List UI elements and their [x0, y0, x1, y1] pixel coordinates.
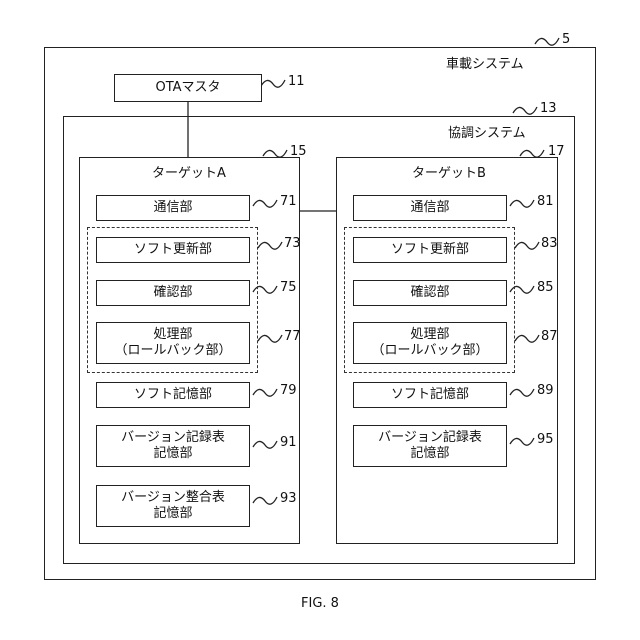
target-a-comm-label: 通信部: [153, 200, 192, 216]
leader-5: [535, 38, 559, 45]
target-a-ver-match-box: バージョン整合表 記憶部: [96, 485, 250, 527]
coop-system-label: 協調システム: [448, 126, 526, 142]
target-a-ver-record-box: バージョン記録表 記憶部: [96, 425, 250, 467]
ref-13: 13: [540, 101, 557, 116]
ref-91: 91: [280, 435, 297, 450]
ref-89: 89: [537, 383, 554, 398]
target-a-soft-update-box: ソフト更新部: [96, 237, 250, 263]
target-a-soft-update-label: ソフト更新部: [134, 242, 212, 258]
ref-17: 17: [548, 144, 565, 159]
target-a-confirm-label: 確認部: [153, 285, 192, 301]
target-b-comm-label: 通信部: [410, 200, 449, 216]
ref-83: 83: [541, 236, 558, 251]
target-a-soft-storage-box: ソフト記憶部: [96, 382, 250, 408]
target-b-comm-box: 通信部: [353, 195, 507, 221]
ref-71: 71: [280, 194, 297, 209]
ref-5: 5: [562, 32, 570, 47]
target-b-confirm-box: 確認部: [353, 280, 507, 306]
figure-caption: FIG. 8: [0, 596, 640, 611]
vehicle-system-label: 車載システム: [446, 57, 524, 73]
target-b-confirm-label: 確認部: [410, 285, 449, 301]
ref-77: 77: [284, 329, 301, 344]
target-b-ver-record-line1: バージョン記録表: [378, 430, 482, 446]
target-a-comm-box: 通信部: [96, 195, 250, 221]
target-b-soft-storage-label: ソフト記憶部: [391, 387, 469, 403]
target-a-process-line2: （ロールバック部）: [114, 343, 231, 359]
target-b-soft-storage-box: ソフト記憶部: [353, 382, 507, 408]
target-b-soft-update-label: ソフト更新部: [391, 242, 469, 258]
target-a-title: ターゲットA: [152, 166, 226, 182]
ref-87: 87: [541, 329, 558, 344]
target-a-ver-record-line2: 記憶部: [153, 446, 192, 462]
target-a-process-box: 処理部 （ロールバック部）: [96, 322, 250, 364]
target-b-ver-record-line2: 記憶部: [410, 446, 449, 462]
target-b-process-line2: （ロールバック部）: [371, 343, 488, 359]
ref-93: 93: [280, 491, 297, 506]
target-a-soft-storage-label: ソフト記憶部: [134, 387, 212, 403]
target-a-ver-record-line1: バージョン記録表: [121, 430, 225, 446]
ref-75: 75: [280, 280, 297, 295]
target-a-confirm-box: 確認部: [96, 280, 250, 306]
ref-15: 15: [290, 144, 307, 159]
ota-master-label: OTAマスタ: [155, 80, 220, 96]
ref-79: 79: [280, 383, 297, 398]
target-b-soft-update-box: ソフト更新部: [353, 237, 507, 263]
target-a-ver-match-line1: バージョン整合表: [121, 490, 225, 506]
ref-85: 85: [537, 280, 554, 295]
target-b-process-box: 処理部 （ロールバック部）: [353, 322, 507, 364]
ota-master-box: OTAマスタ: [114, 74, 262, 102]
target-a-process-line1: 処理部: [153, 327, 192, 343]
target-b-ver-record-box: バージョン記録表 記憶部: [353, 425, 507, 467]
target-b-process-line1: 処理部: [410, 327, 449, 343]
ref-11: 11: [288, 74, 305, 89]
ref-95: 95: [537, 432, 554, 447]
ref-73: 73: [284, 236, 301, 251]
target-a-ver-match-line2: 記憶部: [153, 506, 192, 522]
ref-81: 81: [537, 194, 554, 209]
target-b-title: ターゲットB: [412, 166, 486, 182]
